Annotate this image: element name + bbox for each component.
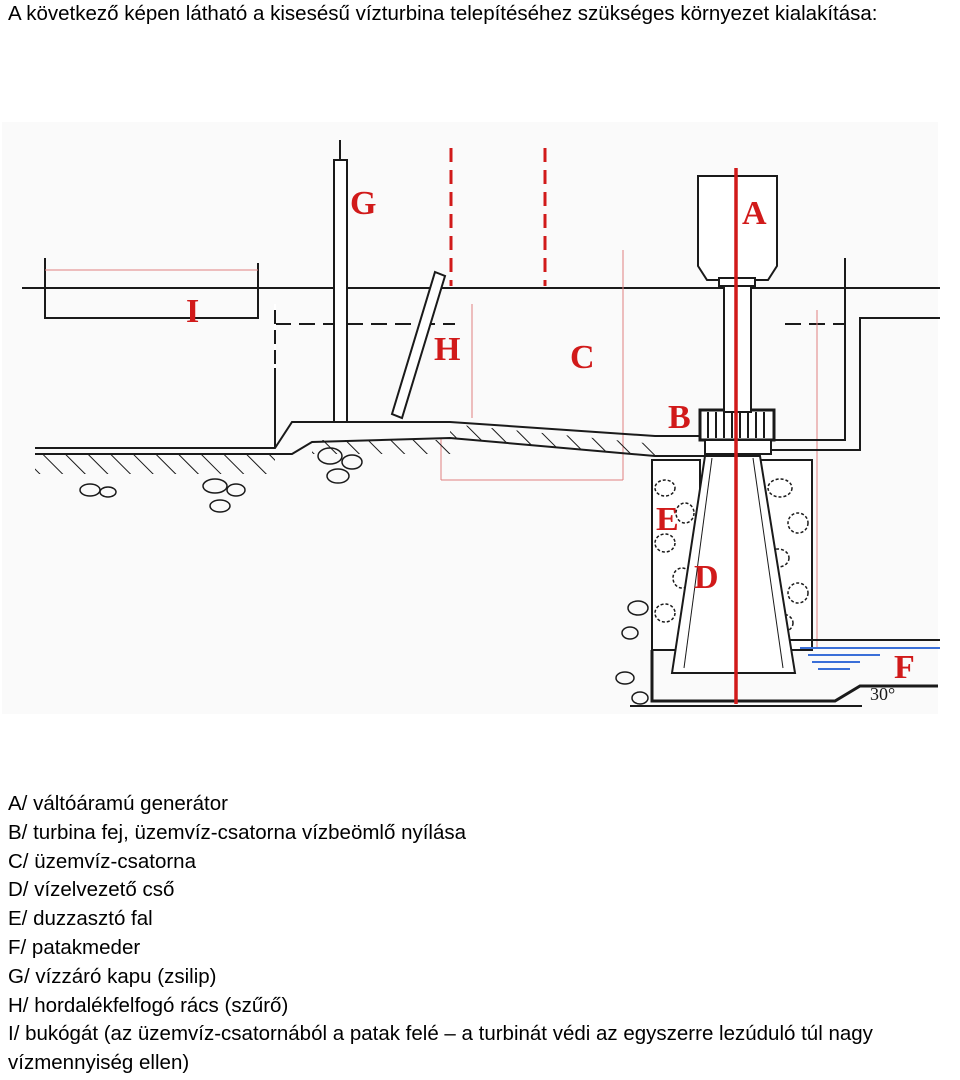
label-i: I xyxy=(186,293,199,330)
channel-floor xyxy=(35,421,705,449)
legend-item-b: B/ turbina fej, üzemvíz-csatorna vízbeöm… xyxy=(8,820,467,844)
label-g: G xyxy=(350,185,376,222)
legend-list: A/ váltóáramú generátor B/ turbina fej, … xyxy=(8,790,953,1078)
trash-rack xyxy=(390,270,447,420)
label-h: H xyxy=(434,331,460,368)
rocks-outer-right xyxy=(615,600,649,705)
draft-tube-inner-right xyxy=(752,457,784,669)
legend-item-i: I/ bukógát (az üzemvíz-csatornából a pat… xyxy=(8,1022,873,1075)
turbine-installation-diagram: A B C D E F G H I 30° xyxy=(0,118,960,718)
draft-tube-inner-left xyxy=(683,457,713,669)
legend-item-h: H/ hordalékfelfogó rács (szűrő) xyxy=(8,993,289,1017)
tailrace-floor xyxy=(650,650,938,703)
intro-text: A következő képen látható a kisesésű víz… xyxy=(8,2,878,25)
turbine-head-base xyxy=(704,439,772,455)
label-c: C xyxy=(570,339,595,376)
label-e: E xyxy=(656,501,679,538)
turbine-head-ribs xyxy=(707,412,765,438)
outlet-lower-wall xyxy=(770,328,861,451)
ground-hatch-mid xyxy=(312,440,452,454)
label-a: A xyxy=(742,195,767,232)
outlet-channel-wall xyxy=(770,258,846,441)
legend-item-g: G/ vízzáró kapu (zsilip) xyxy=(8,964,217,988)
draft-tube xyxy=(670,455,797,674)
sluice-gate xyxy=(333,159,348,423)
label-f: F xyxy=(894,649,915,686)
legend-item-c: C/ üzemvíz-csatorna xyxy=(8,849,196,873)
legend-item-e: E/ duzzasztó fal xyxy=(8,907,153,931)
legend-item-f: F/ patakmeder xyxy=(8,935,141,959)
label-b: B xyxy=(668,399,691,436)
outlet-upper-wall xyxy=(859,317,940,328)
legend-item-d: D/ vízelvezető cső xyxy=(8,878,175,902)
angle-label: 30° xyxy=(870,684,895,704)
rocks-left xyxy=(79,447,363,513)
river-water-lines xyxy=(800,647,940,670)
weir-basin xyxy=(44,258,259,319)
legend-item-a: A/ váltóáramú generátor xyxy=(8,792,228,815)
ground-hatch-left xyxy=(35,454,275,474)
label-d: D xyxy=(694,559,719,596)
ground-hatch-slope xyxy=(450,424,655,456)
